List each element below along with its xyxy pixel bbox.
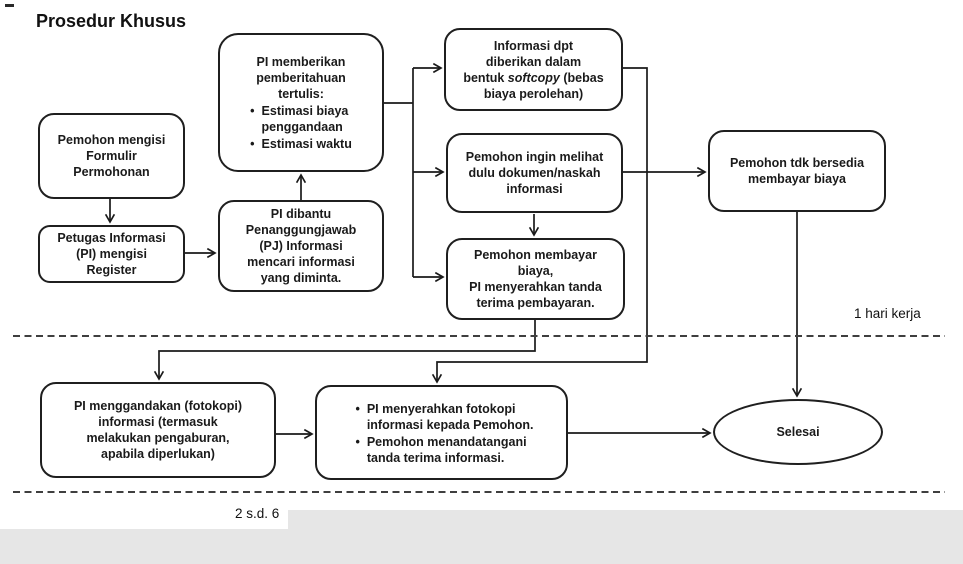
list-item: • Estimasi waktu bbox=[250, 136, 352, 152]
list-item-text: Estimasi biaya penggandaan bbox=[261, 103, 349, 134]
list-item-text: Estimasi waktu bbox=[261, 136, 352, 151]
arrow-payfee-to-copyinfo bbox=[159, 320, 536, 379]
node-done-terminator: Selesai bbox=[713, 399, 883, 465]
phase-label-2-sd-6: 2 s.d. 6 bbox=[235, 506, 280, 521]
handover-bullets: • PI menyerahkan fotokopi informasi kepa… bbox=[349, 401, 533, 466]
phase-label-1-hari-kerja: 1 hari kerja bbox=[854, 306, 921, 321]
written-notice-bullets: • Estimasi biaya penggandaan • Estimasi … bbox=[250, 103, 352, 152]
list-item: • Estimasi biaya penggandaan bbox=[250, 103, 348, 135]
softcopy-info-text: Informasi dpt diberikan dalam bentuk sof… bbox=[463, 38, 603, 102]
page-title: Prosedur Khusus bbox=[36, 11, 187, 31]
bullet-icon: • bbox=[250, 103, 255, 118]
node-written-notice: PI memberikan pemberitahuan tertulis: • … bbox=[218, 33, 384, 172]
footer-gray-band-bottom bbox=[0, 529, 963, 564]
softcopy-text-post: (bebas biaya perolehan) bbox=[483, 70, 604, 101]
node-applicant-fills-form: Pemohon mengisi Formulir Permohonan bbox=[38, 113, 185, 199]
list-item: • Pemohon menandatangani tanda terima in… bbox=[355, 434, 526, 466]
node-refuse-pay: Pemohon tdk bersedia membayar biaya bbox=[708, 130, 886, 212]
node-view-first: Pemohon ingin melihat dulu dokumen/naska… bbox=[446, 133, 623, 213]
list-item: • PI menyerahkan fotokopi informasi kepa… bbox=[355, 401, 533, 433]
corner-artifact-mark bbox=[5, 4, 14, 7]
list-item-text: Pemohon menandatangani tanda terima info… bbox=[366, 434, 527, 465]
node-softcopy-info: Informasi dpt diberikan dalam bentuk sof… bbox=[444, 28, 623, 111]
node-copy-info: PI menggandakan (fotokopi) informasi (te… bbox=[40, 382, 276, 478]
list-item-text: PI menyerahkan fotokopi informasi kepada… bbox=[366, 401, 534, 432]
node-officer-fills-register: Petugas Informasi (PI) mengisi Register bbox=[38, 225, 185, 283]
bullet-icon: • bbox=[355, 401, 360, 416]
bullet-icon: • bbox=[355, 434, 360, 449]
softcopy-text-italic: softcopy bbox=[507, 70, 560, 85]
node-pi-assisted-search: PI dibantu Penanggungjawab (PJ) Informas… bbox=[218, 200, 384, 292]
node-handover: • PI menyerahkan fotokopi informasi kepa… bbox=[315, 385, 568, 480]
arrow-softcopy-to-handover bbox=[437, 67, 648, 382]
bullet-icon: • bbox=[250, 136, 255, 151]
node-pay-fee: Pemohon membayar biaya, PI menyerahkan t… bbox=[446, 238, 625, 320]
written-notice-heading: PI memberikan pemberitahuan tertulis: bbox=[256, 54, 346, 101]
softcopy-text-pre: Informasi dpt diberikan dalam bentuk bbox=[463, 38, 582, 85]
